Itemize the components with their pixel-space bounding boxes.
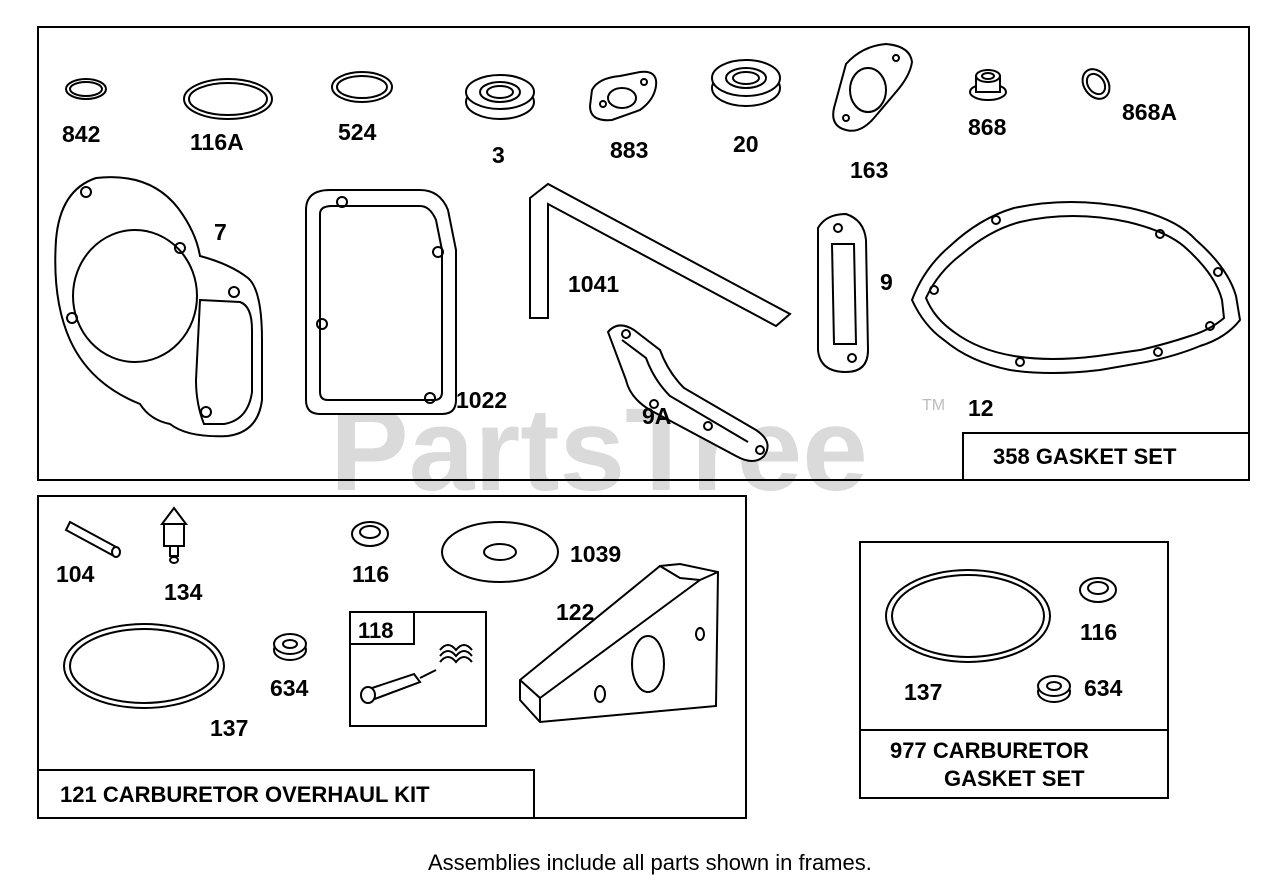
part-163-drawing bbox=[832, 42, 914, 132]
part-118-frame bbox=[349, 611, 487, 727]
part-134-label: 134 bbox=[164, 579, 203, 605]
footnote: Assemblies include all parts shown in fr… bbox=[428, 850, 872, 875]
part-20-drawing bbox=[711, 59, 781, 107]
carburetor-gasket-set-title-line2: GASKET SET bbox=[944, 766, 1085, 791]
watermark-trademark: TM bbox=[922, 397, 945, 414]
carburetor-overhaul-kit-title-box bbox=[37, 769, 535, 819]
part-116a-drawing bbox=[183, 78, 273, 120]
part-1041-drawing bbox=[529, 182, 792, 328]
part-118-drawing bbox=[360, 644, 473, 704]
part-524-drawing bbox=[331, 71, 393, 103]
part-118-title-box bbox=[349, 611, 415, 645]
part-7-drawing bbox=[54, 176, 263, 438]
gasket-set-title-box bbox=[962, 432, 1250, 481]
carburetor-overhaul-kit-title: 121 CARBURETOR OVERHAUL KIT bbox=[60, 782, 430, 807]
part-634-set-label: 634 bbox=[1084, 675, 1123, 701]
part-116-label: 116 bbox=[352, 561, 389, 587]
part-524-label: 524 bbox=[338, 119, 377, 145]
part-7-label: 7 bbox=[214, 219, 227, 245]
part-12-label: 12 bbox=[968, 395, 994, 421]
part-883-drawing bbox=[588, 70, 658, 122]
part-137-label: 137 bbox=[210, 715, 248, 741]
part-137-set-drawing bbox=[885, 569, 1051, 663]
part-842-drawing bbox=[65, 78, 107, 100]
part-842-label: 842 bbox=[62, 121, 100, 147]
part-868a-drawing bbox=[1081, 68, 1111, 100]
part-118-title: 118 bbox=[358, 618, 394, 643]
part-9a-label: 9A bbox=[642, 403, 671, 429]
part-122-drawing bbox=[519, 562, 720, 724]
part-116-set-drawing bbox=[1079, 577, 1117, 603]
part-104-label: 104 bbox=[56, 561, 95, 587]
part-116-drawing bbox=[351, 521, 389, 547]
gasket-set-frame bbox=[37, 26, 1250, 481]
part-1039-drawing bbox=[441, 521, 559, 583]
part-1022-label: 1022 bbox=[456, 387, 507, 413]
part-868-label: 868 bbox=[968, 114, 1007, 140]
part-20-label: 20 bbox=[733, 131, 759, 157]
part-634-label: 634 bbox=[270, 675, 309, 701]
part-12-drawing bbox=[910, 201, 1242, 374]
part-868-drawing bbox=[969, 69, 1007, 101]
part-9-drawing bbox=[817, 212, 870, 374]
part-137-drawing bbox=[63, 623, 225, 709]
carburetor-gasket-set-title-line1: 977 CARBURETOR bbox=[890, 738, 1089, 763]
part-9-label: 9 bbox=[880, 269, 893, 295]
part-634-drawing bbox=[273, 633, 307, 661]
part-163-label: 163 bbox=[850, 157, 888, 183]
part-868a-label: 868A bbox=[1122, 99, 1177, 125]
part-1039-label: 1039 bbox=[570, 541, 621, 567]
part-1041-label: 1041 bbox=[568, 271, 619, 297]
part-883-label: 883 bbox=[610, 137, 648, 163]
part-134-drawing bbox=[160, 506, 188, 564]
part-3-label: 3 bbox=[492, 142, 505, 168]
part-116-set-label: 116 bbox=[1080, 619, 1117, 645]
part-116a-label: 116A bbox=[190, 129, 244, 155]
carburetor-gasket-set-frame bbox=[859, 541, 1169, 799]
part-137-set-label: 137 bbox=[904, 679, 942, 705]
part-104-drawing bbox=[64, 520, 121, 558]
part-122-label: 122 bbox=[556, 599, 594, 625]
gasket-set-title: 358 GASKET SET bbox=[993, 444, 1177, 469]
part-3-drawing bbox=[465, 74, 535, 120]
part-1022-drawing bbox=[305, 189, 457, 415]
part-634-set-drawing bbox=[1037, 675, 1071, 703]
part-9a-drawing bbox=[606, 324, 769, 462]
